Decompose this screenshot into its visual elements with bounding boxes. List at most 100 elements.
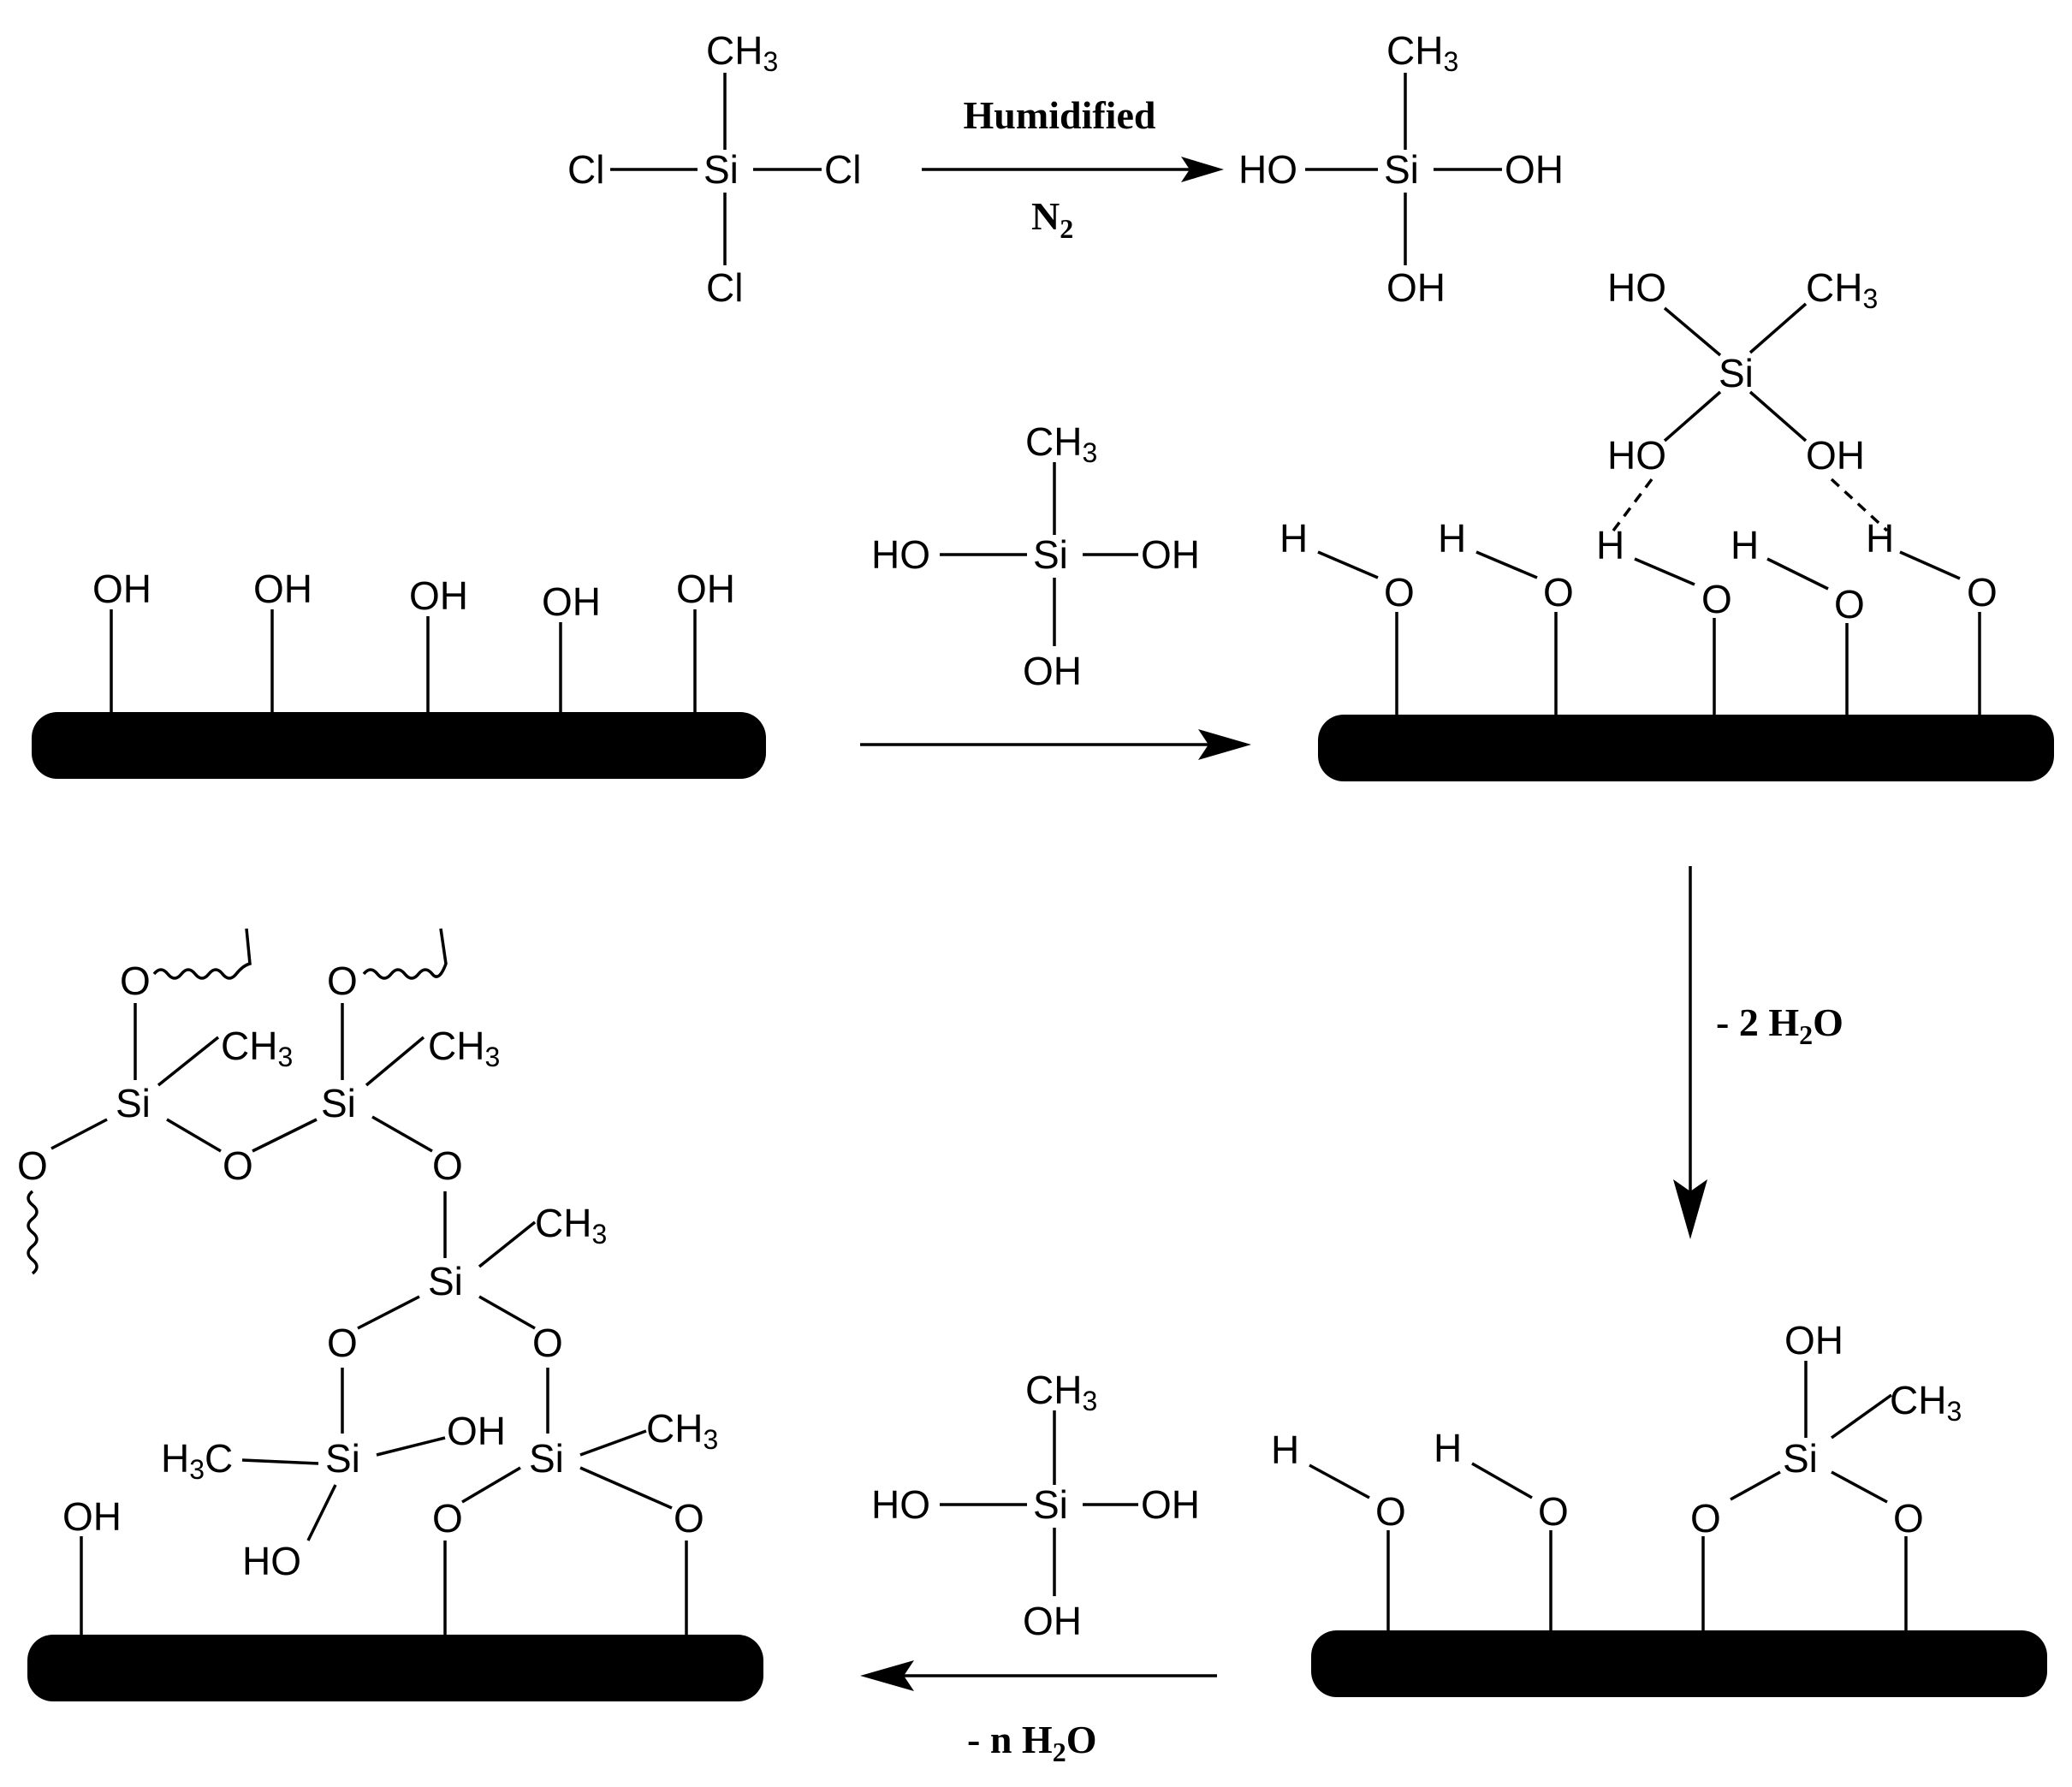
surface-hydrogen-label: H — [1596, 523, 1624, 567]
step2-arrow — [860, 729, 1251, 760]
bond — [478, 1295, 536, 1330]
surface-hydrogen-label: H — [1271, 1428, 1299, 1472]
step1-condition-below: N2 — [1031, 194, 1073, 244]
oxygen-label: O — [327, 959, 358, 1003]
bond — [579, 1429, 647, 1457]
surface-oxygen-label: O — [1384, 570, 1415, 614]
step1-arrow: Humidified N2 — [922, 93, 1224, 244]
surface-oxygen-label: O — [1543, 570, 1574, 614]
surface-hydroxyl-label: OH — [542, 579, 601, 624]
hydroxyl-label-right: OH — [1141, 532, 1200, 577]
bond — [1748, 302, 1808, 354]
methyl-label: CH3 — [535, 1201, 607, 1250]
substrate-surface — [32, 712, 766, 779]
bond — [1766, 557, 1829, 591]
bond — [1317, 550, 1379, 579]
oxygen-label: O — [17, 1143, 48, 1188]
wavy-bond — [152, 928, 252, 980]
methyl-label: CH3 — [1025, 419, 1097, 468]
methyl-label: CH3 — [1890, 1378, 1962, 1427]
methyl-label: CH3 — [1386, 28, 1458, 77]
oxygen-label: O — [327, 1321, 358, 1365]
methyl-label: CH3 — [706, 28, 778, 77]
bond — [371, 1115, 433, 1153]
wavy-bond — [27, 1190, 39, 1275]
hydroxyl-label: HO — [1607, 433, 1666, 478]
methyl-label: CH3 — [221, 1024, 293, 1072]
hydroxyl-label-bottom: OH — [1386, 265, 1446, 310]
grafted-silane-surface: O O O O H H Si OH CH3 — [1271, 1318, 2047, 1697]
silicon-label: Si — [1783, 1436, 1818, 1481]
hydrogen-bond — [1830, 478, 1889, 532]
methylsilanetriol-product: CH3 Si HO OH OH — [1238, 28, 1564, 310]
mtcs-molecule: CH3 Si Cl Cl Cl — [567, 28, 861, 310]
bond — [306, 1484, 337, 1541]
surface-hydroxyl-label: OH — [62, 1494, 122, 1539]
bond — [50, 1118, 108, 1150]
surface-hydrogen-label: H — [1731, 523, 1759, 567]
silicon-label: Si — [321, 1081, 356, 1125]
step4-arrow: - n H2O — [860, 1660, 1217, 1767]
bond — [1730, 1470, 1781, 1501]
surface-oxygen-label: O — [1967, 570, 1998, 614]
oxygen-label: O — [532, 1321, 563, 1365]
substrate-surface — [1311, 1630, 2047, 1697]
hydroxyl-label: HO — [1607, 265, 1666, 310]
bond — [1831, 1470, 1888, 1504]
bond — [1471, 1462, 1533, 1499]
silicon-label: Si — [116, 1081, 151, 1125]
step1-condition-above: Humidified — [964, 93, 1156, 137]
bond — [252, 1118, 318, 1153]
silicon-label: Si — [1033, 532, 1068, 577]
substrate-surface — [1318, 715, 2054, 781]
surface-oxygen-label: O — [1834, 582, 1865, 626]
surface-oxygen-label: O — [1538, 1489, 1569, 1534]
step4-condition: - n H2O — [967, 1718, 1096, 1767]
bond — [365, 1036, 425, 1087]
step3-condition: - 2 H2O — [1716, 1000, 1843, 1050]
step4-reagent-silanetriol: CH3 Si HO OH OH — [871, 1368, 1200, 1643]
surface-hydrogen-label: H — [1434, 1426, 1462, 1470]
methyl-label: CH3 — [646, 1406, 718, 1455]
bond — [579, 1466, 673, 1510]
oxygen-label: O — [674, 1496, 704, 1541]
bond — [157, 1036, 220, 1087]
hydrogen-bonded-complex: O O O O O H H H H H HO CH3 Si HO OH — [1279, 265, 2054, 781]
step2-reagent-silanetriol: CH3 Si HO OH OH — [871, 419, 1200, 693]
bridging-oxygen-label: O — [1690, 1496, 1721, 1541]
hydroxylated-surface: OH OH OH OH OH — [32, 567, 766, 779]
surface-hydroxyl-label: OH — [253, 567, 312, 611]
hydroxyl-label: OH — [1806, 433, 1865, 478]
surface-hydrogen-label: H — [1279, 516, 1308, 561]
hydroxyl-label-right: OH — [1141, 1482, 1200, 1527]
chlorine-label-bottom: Cl — [706, 265, 743, 310]
hydroxyl-label: OH — [447, 1409, 506, 1453]
bond — [376, 1436, 446, 1457]
silicon-label: Si — [325, 1436, 360, 1481]
polysiloxane-network: OH O CH3 Si O O Si O CH3 O Si CH3 O O — [17, 928, 763, 1701]
bridging-oxygen-label: O — [1893, 1496, 1924, 1541]
surface-hydroxyl-label: OH — [409, 573, 468, 618]
hydroxyl-label-bottom: OH — [1023, 1599, 1082, 1643]
surface-hydrogen-label: H — [1866, 516, 1894, 561]
bond — [1634, 557, 1695, 586]
silicon-label: Si — [1719, 351, 1754, 395]
bond — [461, 1466, 521, 1504]
bond — [478, 1220, 537, 1268]
bond — [1475, 550, 1538, 579]
bond — [1309, 1463, 1370, 1499]
hydroxyl-label-right: OH — [1505, 147, 1564, 192]
bond — [1830, 1393, 1893, 1440]
silicon-label: Si — [704, 147, 739, 192]
oxygen-label: O — [223, 1143, 253, 1188]
surface-oxygen-label: O — [1701, 577, 1732, 621]
methyl-label: CH3 — [428, 1024, 500, 1072]
hydroxyl-label-bottom: OH — [1023, 649, 1082, 693]
hydroxyl-label-left: HO — [1238, 147, 1297, 192]
surface-oxygen-label: O — [1375, 1489, 1406, 1534]
bond — [357, 1295, 420, 1330]
surface-hydrogen-label: H — [1438, 516, 1466, 561]
bond — [1663, 306, 1722, 357]
methyl-label: CH3 — [1025, 1368, 1097, 1416]
